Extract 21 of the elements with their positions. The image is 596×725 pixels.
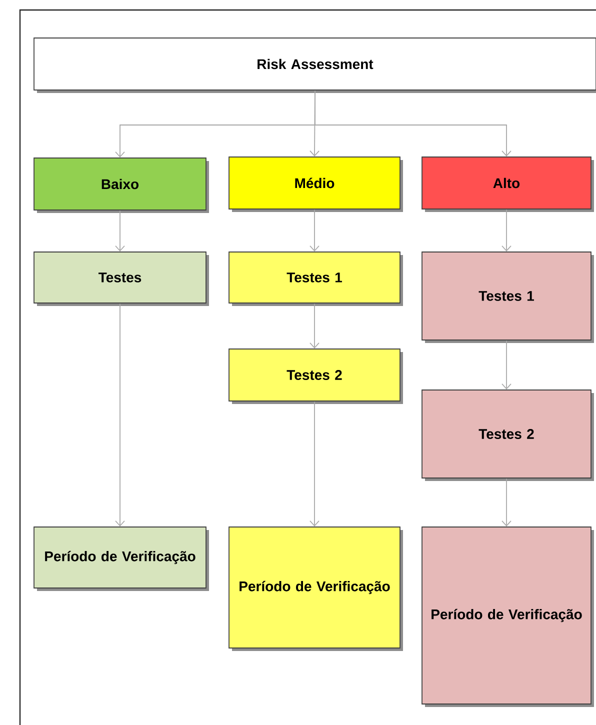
box: Médio (228, 156, 403, 212)
arrow (310, 303, 320, 349)
box: Período de Verificação (228, 526, 403, 651)
box: Período de Verificação (34, 526, 209, 591)
box: Testes (34, 252, 209, 306)
arrow (310, 209, 320, 252)
arrow (502, 340, 512, 390)
box: Risk Assessment (34, 38, 596, 93)
box: Testes 2 (422, 390, 594, 481)
arrow (310, 401, 320, 527)
arrow (115, 303, 125, 527)
box: Testes 1 (228, 252, 403, 306)
arrow (115, 210, 125, 252)
box: Baixo (34, 158, 209, 213)
box: Testes 1 (422, 252, 594, 343)
box: Período de Verificação (422, 526, 594, 707)
box: Testes 2 (228, 348, 403, 404)
arrow (314, 90, 512, 157)
box: Alto (422, 156, 594, 212)
arrow (502, 478, 512, 527)
arrow (502, 209, 512, 252)
